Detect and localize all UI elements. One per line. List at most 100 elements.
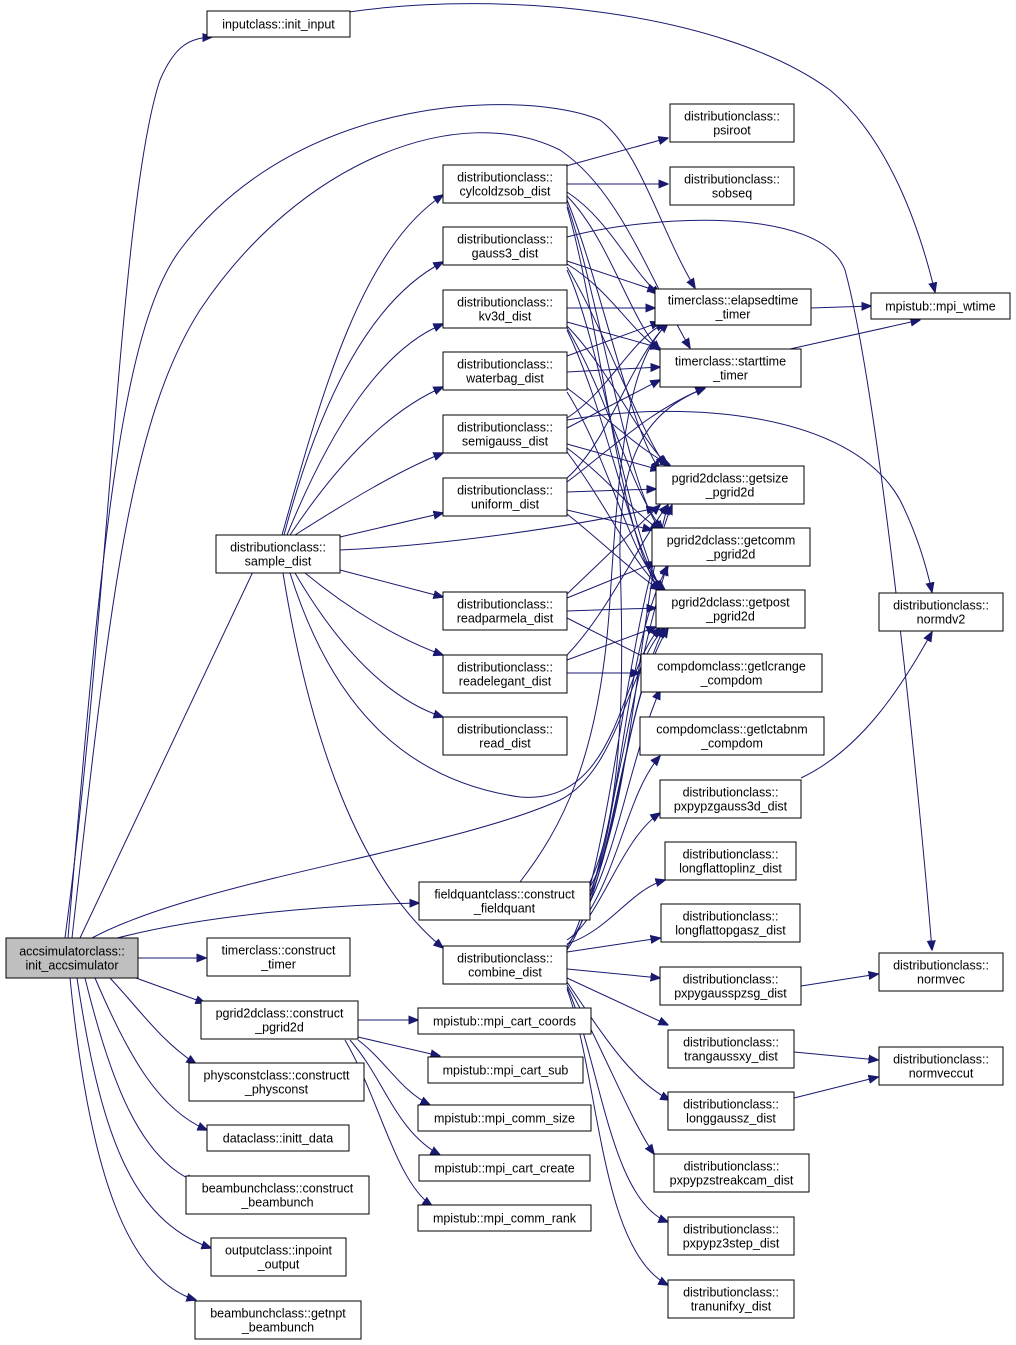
node-longflattoplinz[interactable]: distributionclass::longflattoplinz_dist — [664, 841, 797, 881]
node-box[interactable] — [640, 653, 823, 693]
node-comm_size[interactable]: mpistub::mpi_comm_size — [417, 1104, 592, 1132]
node-longflattopgasz[interactable]: distributionclass::longflattopgasz_dist — [660, 903, 801, 943]
node-uniform[interactable]: distributionclass::uniform_dist — [442, 477, 568, 517]
node-box[interactable] — [417, 1007, 592, 1035]
node-box[interactable] — [653, 1153, 810, 1193]
node-semigauss[interactable]: distributionclass::semigauss_dist — [442, 414, 568, 454]
node-box[interactable] — [667, 1091, 795, 1131]
node-gauss3[interactable]: distributionclass::gauss3_dist — [442, 226, 568, 266]
node-mpi_wtime[interactable]: mpistub::mpi_wtime — [870, 292, 1011, 320]
node-cart_create[interactable]: mpistub::mpi_cart_create — [418, 1154, 591, 1182]
node-beambunch_construct[interactable]: beambunchclass::construct_beambunch — [185, 1175, 370, 1215]
node-box[interactable] — [442, 164, 568, 204]
node-box[interactable] — [664, 841, 797, 881]
node-label: psiroot — [713, 124, 751, 138]
node-getpost[interactable]: pgrid2dclass::getpost_pgrid2d — [655, 589, 806, 629]
node-box[interactable] — [878, 952, 1004, 992]
node-pxpypzgauss3d[interactable]: distributionclass::pxpypzgauss3d_dist — [659, 779, 802, 819]
node-comm_rank[interactable]: mpistub::mpi_comm_rank — [417, 1204, 592, 1232]
node-box[interactable] — [418, 1154, 591, 1182]
node-box[interactable] — [442, 716, 568, 756]
node-psiroot[interactable]: distributionclass::psiroot — [669, 103, 795, 143]
node-label: distributionclass:: — [683, 1098, 779, 1112]
node-box[interactable] — [669, 103, 795, 143]
node-waterbag[interactable]: distributionclass::waterbag_dist — [442, 351, 568, 391]
node-box[interactable] — [667, 1029, 795, 1069]
node-box[interactable] — [660, 903, 801, 943]
node-box[interactable] — [654, 288, 812, 326]
node-box[interactable] — [651, 527, 811, 567]
node-getlcrange[interactable]: compdomclass::getlcrange_compdom — [640, 653, 823, 693]
node-box[interactable] — [442, 289, 568, 329]
node-getsize[interactable]: pgrid2dclass::getsize_pgrid2d — [655, 465, 805, 505]
node-box[interactable] — [442, 591, 568, 631]
node-starttime[interactable]: timerclass::starttime_timer — [659, 348, 802, 388]
node-box[interactable] — [878, 1046, 1004, 1086]
node-read_dist[interactable]: distributionclass::read_dist — [442, 716, 568, 756]
node-box[interactable] — [442, 945, 568, 985]
node-box[interactable] — [206, 937, 351, 977]
node-init_input[interactable]: inputclass::init_input — [206, 10, 351, 38]
node-pxpypzstreak[interactable]: distributionclass::pxpypzstreakcam_dist — [653, 1153, 810, 1193]
node-box[interactable] — [206, 10, 351, 38]
node-normveccut[interactable]: distributionclass::normveccut — [878, 1046, 1004, 1086]
node-label: physconstclass::constructt — [204, 1069, 350, 1083]
node-inpoint[interactable]: outputclass::inpoint_output — [210, 1237, 347, 1277]
node-box[interactable] — [5, 937, 139, 979]
node-physconst[interactable]: physconstclass::constructt_physconst — [188, 1062, 365, 1102]
node-sample_dist[interactable]: distributionclass::sample_dist — [215, 534, 341, 574]
node-box[interactable] — [194, 1300, 362, 1340]
node-box[interactable] — [659, 966, 802, 1006]
node-getnpt[interactable]: beambunchclass::getnpt_beambunch — [194, 1300, 362, 1340]
node-box[interactable] — [215, 534, 341, 574]
node-timer_construct[interactable]: timerclass::construct_timer — [206, 937, 351, 977]
node-pgrid_construct[interactable]: pgrid2dclass::construct_pgrid2d — [200, 1000, 359, 1040]
node-kv3d[interactable]: distributionclass::kv3d_dist — [442, 289, 568, 329]
node-box[interactable] — [669, 166, 795, 206]
node-box[interactable] — [185, 1175, 370, 1215]
node-getlctabnm[interactable]: compdomclass::getlctabnm_compdom — [639, 716, 825, 756]
node-cart_coords[interactable]: mpistub::mpi_cart_coords — [417, 1007, 592, 1035]
node-trangaussxy[interactable]: distributionclass::trangaussxy_dist — [667, 1029, 795, 1069]
node-box[interactable] — [442, 414, 568, 454]
node-tranunifxy[interactable]: distributionclass::tranunifxy_dist — [667, 1279, 795, 1319]
node-normdv2[interactable]: distributionclass::normdv2 — [878, 592, 1004, 632]
node-box[interactable] — [417, 1104, 592, 1132]
node-box[interactable] — [442, 654, 568, 694]
node-box[interactable] — [659, 348, 802, 388]
node-box[interactable] — [442, 351, 568, 391]
node-pxpypz3step[interactable]: distributionclass::pxpypz3step_dist — [667, 1216, 795, 1256]
node-box[interactable] — [442, 226, 568, 266]
node-normvec[interactable]: distributionclass::normvec — [878, 952, 1004, 992]
node-combine_dist[interactable]: distributionclass::combine_dist — [442, 945, 568, 985]
node-fieldquant[interactable]: fieldquantclass::construct_fieldquant — [418, 881, 591, 921]
node-box[interactable] — [655, 589, 806, 629]
node-getcomm[interactable]: pgrid2dclass::getcomm_pgrid2d — [651, 527, 811, 567]
node-box[interactable] — [417, 1204, 592, 1232]
node-box[interactable] — [659, 779, 802, 819]
node-box[interactable] — [206, 1124, 350, 1152]
node-box[interactable] — [200, 1000, 359, 1040]
node-root[interactable]: accsimulatorclass::init_accsimulator — [5, 937, 139, 979]
node-box[interactable] — [418, 881, 591, 921]
node-pxpygausspzsg[interactable]: distributionclass::pxpygausspzsg_dist — [659, 966, 802, 1006]
node-sobseq[interactable]: distributionclass::sobseq — [669, 166, 795, 206]
node-box[interactable] — [188, 1062, 365, 1102]
node-cylcoldzsob[interactable]: distributionclass::cylcoldzsob_dist — [442, 164, 568, 204]
node-readelegant[interactable]: distributionclass::readelegant_dist — [442, 654, 568, 694]
edge-kv3d-getpost — [566, 329, 663, 590]
node-cart_sub[interactable]: mpistub::mpi_cart_sub — [427, 1056, 584, 1084]
node-box[interactable] — [870, 292, 1011, 320]
node-elapsed[interactable]: timerclass::elapsedtime_timer — [654, 288, 812, 326]
node-box[interactable] — [427, 1056, 584, 1084]
node-inittdata[interactable]: dataclass::initt_data — [206, 1124, 350, 1152]
node-box[interactable] — [655, 465, 805, 505]
node-longgaussz[interactable]: distributionclass::longgaussz_dist — [667, 1091, 795, 1131]
node-box[interactable] — [667, 1279, 795, 1319]
node-box[interactable] — [667, 1216, 795, 1256]
node-box[interactable] — [442, 477, 568, 517]
node-box[interactable] — [639, 716, 825, 756]
node-box[interactable] — [878, 592, 1004, 632]
node-box[interactable] — [210, 1237, 347, 1277]
node-readparmela[interactable]: distributionclass::readparmela_dist — [442, 591, 568, 631]
